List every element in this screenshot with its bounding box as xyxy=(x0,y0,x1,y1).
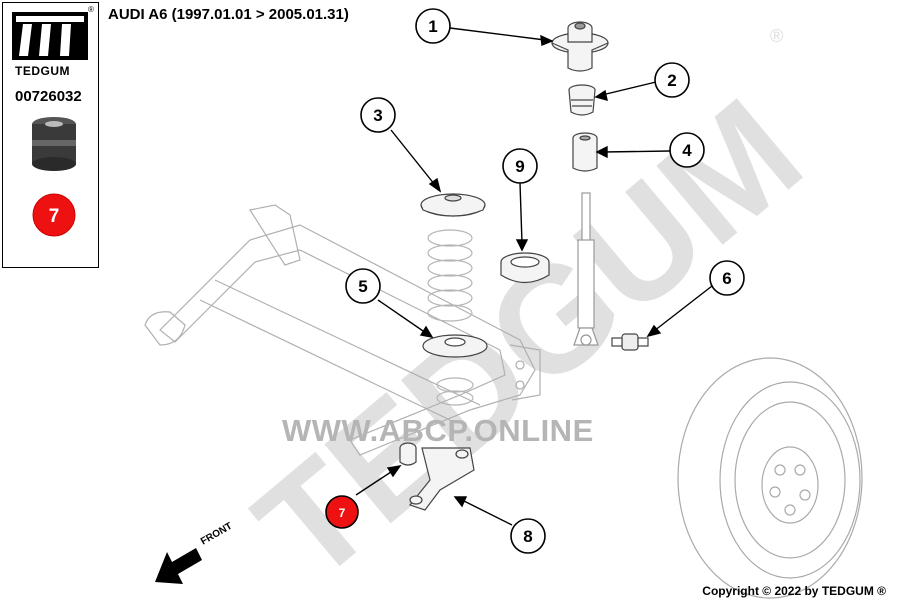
upper-spring-seat-drawing xyxy=(420,193,486,217)
callout-circles xyxy=(325,8,745,554)
copyright-notice: Copyright © 2022 by TEDGUM ® xyxy=(702,584,886,598)
tedgum-logo-icon: ® xyxy=(12,5,94,60)
highlight-callout-badge: 7 xyxy=(32,193,76,237)
part-info-graphics: ® 7 xyxy=(12,5,94,237)
logo-registered-mark: ® xyxy=(88,5,94,14)
dust-boot-drawing xyxy=(572,132,598,172)
lower-spring-seat-drawing xyxy=(422,334,488,358)
callout-2: 2 xyxy=(667,71,676,90)
callout-5: 5 xyxy=(358,277,367,296)
subframe-drawing xyxy=(144,204,541,456)
part-number: 00726032 xyxy=(15,88,82,105)
leader-lines xyxy=(355,27,713,526)
brand-name: TEDGUM xyxy=(15,64,70,78)
part-info-box: ® 7 TEDGUM 00726032 xyxy=(2,2,99,268)
shock-absorber-drawing xyxy=(573,192,599,346)
callout-7: 7 xyxy=(339,506,346,520)
strut-bearing-drawing xyxy=(500,252,550,284)
callout-4: 4 xyxy=(682,141,692,160)
bump-stop-drawing xyxy=(568,84,596,116)
callout-6: 6 xyxy=(722,269,731,288)
highlight-callout-number: 7 xyxy=(49,206,60,227)
callout-8: 8 xyxy=(523,527,532,546)
top-mount-drawing xyxy=(551,21,609,72)
bushing-thumbnail xyxy=(32,117,76,171)
callout-3: 3 xyxy=(373,106,382,125)
watermark-url: WWW.ABCP.ONLINE xyxy=(282,413,594,448)
watermark-registered-mark: ® xyxy=(770,26,783,46)
arm-and-bushing-drawing xyxy=(399,442,475,511)
vehicle-title: AUDI A6 (1997.01.01 > 2005.01.31) xyxy=(108,6,349,23)
callout-9: 9 xyxy=(515,157,524,176)
small-bushing-drawing xyxy=(611,333,649,351)
wheel-drawing xyxy=(677,357,863,599)
front-arrow-icon xyxy=(155,548,202,584)
callout-1: 1 xyxy=(428,17,437,36)
coil-spring-drawing xyxy=(427,229,474,406)
